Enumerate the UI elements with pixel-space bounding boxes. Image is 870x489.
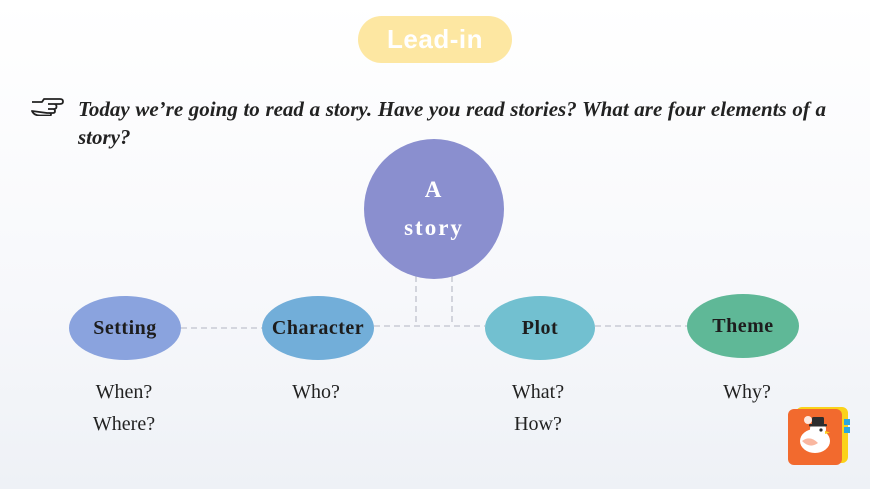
plot-questions: What? How? <box>478 376 598 440</box>
node-plot: Plot <box>485 296 595 360</box>
setting-questions: When? Where? <box>64 376 184 440</box>
prompt-text: Today we’re going to read a story. Have … <box>78 97 826 149</box>
node-character: Character <box>262 296 374 360</box>
theme-questions: Why? <box>687 376 807 408</box>
character-questions: Who? <box>256 376 376 408</box>
setting-question-2: Where? <box>92 413 156 435</box>
pointing-hand-icon <box>31 98 64 116</box>
story-circle-line1: A <box>424 177 444 202</box>
plot-question-1: What? <box>511 381 565 403</box>
bird-logo-icon <box>788 407 850 465</box>
plot-question-2: How? <box>514 413 562 435</box>
story-circle-line2: story <box>404 215 464 240</box>
character-question-1: Who? <box>292 381 340 403</box>
node-setting: Setting <box>69 296 181 360</box>
node-theme: Theme <box>687 294 799 358</box>
theme-question-1: Why? <box>723 381 771 403</box>
setting-question-1: When? <box>95 381 153 403</box>
lead-in-badge: Lead-in <box>358 16 512 63</box>
story-circle: A story <box>364 139 504 279</box>
